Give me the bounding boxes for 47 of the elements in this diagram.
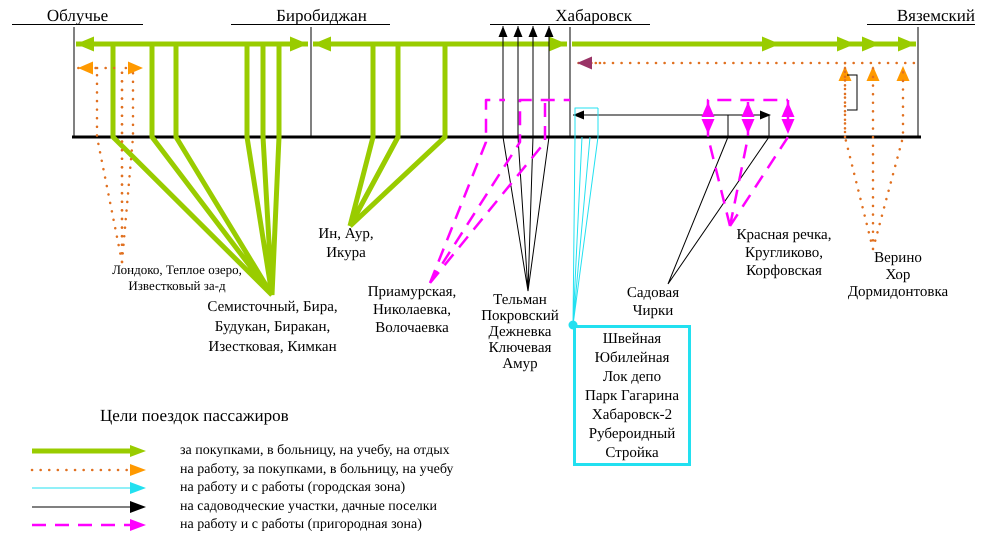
route-arrow: [498, 26, 554, 292]
route-arrow: [76, 62, 124, 264]
station-name: Тельман: [493, 292, 547, 308]
route-arrow: [348, 36, 570, 228]
legend-title: Цели поездок пассажиров: [100, 405, 289, 427]
legend-text: за покупками, в больницу, на учебу, на отдых: [180, 443, 450, 459]
station-names: Ин, Аур, Икура: [305, 225, 387, 263]
station-name: Дежневка: [488, 324, 552, 340]
station-name: Хабаровск-2: [592, 406, 672, 425]
legend-text: на садоводческие участки, дачные поселки: [180, 498, 438, 514]
station-name: Стройка: [605, 444, 659, 463]
station-name: Дормидонтовка: [848, 284, 948, 301]
route-arrow: [120, 62, 144, 264]
station-name: Приамурская,: [368, 283, 456, 301]
route-line: [568, 108, 598, 330]
route-arrow: [572, 36, 916, 52]
station-name: Ключевая: [488, 340, 552, 356]
station-list-box: [573, 325, 691, 466]
legend-text: на работу и с работы (городская зона): [180, 480, 406, 496]
station-label: Хабаровск: [490, 3, 650, 25]
route-arrow: [572, 110, 771, 284]
station-name: Николаевка,: [372, 301, 452, 319]
station-name: Волочаевка: [375, 319, 449, 337]
station-name: Амур: [502, 356, 538, 372]
station-names: Лондоко, Теплое озеро, Известковый за-д: [108, 262, 246, 294]
station-name: Покровский: [481, 308, 559, 324]
station-name: Юбилейная: [594, 349, 670, 368]
station-names: Семисточный, Бира, Будукан, Биракан, Изестковая, Кимкан: [190, 297, 355, 357]
station-name: Верино: [874, 250, 922, 267]
station-name: Лок депо: [602, 368, 662, 387]
station-name: Парк Гагарина: [584, 387, 679, 406]
station-name: Кругликово,: [745, 244, 823, 262]
station-label: Вяземский: [867, 3, 975, 25]
station-name: Красная речка,: [736, 226, 832, 244]
station-name: Садовая: [626, 284, 680, 302]
legend-text: на работу и с работы (пригородная зона): [180, 517, 422, 533]
legend-text: на работу, за покупками, в больницу, на учебу: [180, 462, 454, 478]
route-arrow: [244, 36, 310, 298]
route-line: [428, 98, 572, 284]
route-arrow: [702, 98, 794, 228]
station-name: Хор: [886, 267, 910, 284]
station-name: Корфовская: [746, 262, 822, 280]
station-name: Швейная: [602, 330, 662, 349]
station-name: Рубероидный: [588, 425, 676, 444]
station-label: Облучье: [12, 3, 143, 25]
station-name: Чирки: [632, 302, 674, 320]
station-label: Биробиджан: [231, 3, 390, 25]
